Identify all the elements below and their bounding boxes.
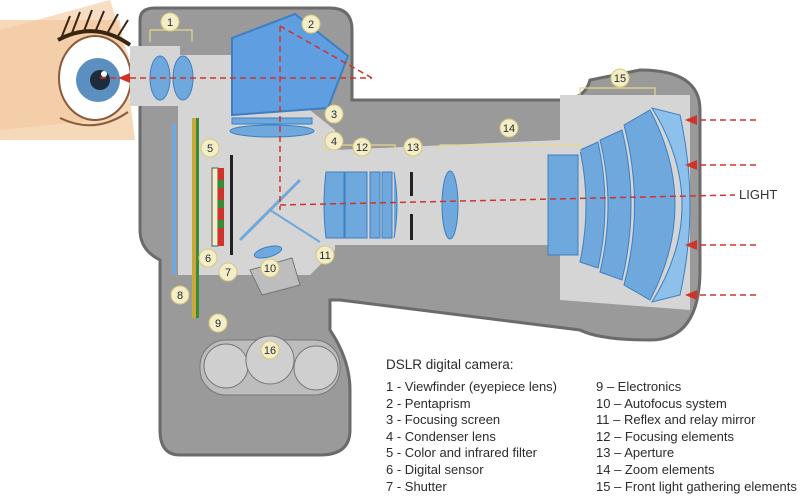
callout-marker [160,12,180,32]
callout-marker [200,138,220,158]
callout-number: 8 [177,290,183,302]
callout-number: 4 [331,136,337,148]
legend-left: 1 - Viewfinder (eyepiece lens) 2 - Penta… [386,379,557,495]
legend-item: 2 - Pentaprism [386,395,471,411]
callout-marker [208,313,228,333]
digital-sensor [211,167,219,247]
callout-number: 10 [264,263,276,275]
legend-item: 12 – Focusing elements [596,428,735,444]
callout-number: 9 [215,318,221,330]
callout-marker [499,118,519,138]
legend-item: 1 - Viewfinder (eyepiece lens) [386,379,558,394]
legend-item: 6 - Digital sensor [386,461,484,477]
callout-number: 3 [331,109,337,121]
focusing-screen [231,117,313,125]
callout-number: 5 [207,143,213,155]
callout-number: 16 [264,345,276,357]
shutter [230,155,233,255]
callout-marker [170,285,190,305]
callout-marker [324,131,344,151]
callout-marker [315,245,335,265]
light-path [100,25,760,296]
legend-right: 9 – Electronics 10 – Autofocus system 11… [596,379,797,495]
legend-item: 4 - Condenser lens [386,428,496,444]
callout-marker [301,14,321,34]
condenser-lens [229,124,315,138]
zoom-element [441,170,459,240]
legend-item: 5 - Color and infrared filter [386,445,538,461]
callout-number: 7 [225,267,231,279]
callout-number: 13 [407,142,419,154]
callout-marker [260,340,280,360]
electronics [192,118,196,318]
legend-item: 3 - Focusing screen [386,412,501,428]
legend-item: 7 - Shutter [386,478,447,494]
callout-number: 2 [308,19,314,31]
legend-item: 15 – Front light gathering elements [596,478,797,494]
callout-number: 14 [503,123,515,135]
callout-marker [218,262,238,282]
callout-marker [610,68,630,88]
callout-marker [324,104,344,124]
legend-title: DSLR digital camera: [386,357,514,372]
arrowheads [118,73,697,300]
front-light-gathering-elements [579,107,691,303]
focusing-elements [323,171,398,239]
callout-number: 15 [614,73,626,85]
battery-grip [199,335,341,396]
legend-item: 10 – Autofocus system [596,395,727,411]
callout-number: 11 [319,250,330,262]
callout-marker [198,248,218,268]
legend-item: 9 – Electronics [596,379,682,394]
legend-item: 13 – Aperture [596,445,675,461]
callout-marker [352,137,372,157]
pentaprism [231,12,350,117]
callout-number: 6 [205,253,211,265]
electronics-board [172,124,176,274]
legend-item: 11 – Reflex and relay mirror [596,412,756,428]
callout-marker [260,258,280,278]
legend-item: 14 – Zoom elements [596,461,715,477]
callout-number: 1 [167,17,173,29]
aperture [410,172,413,240]
callout-marker [403,137,423,157]
light-label: LIGHT [739,187,778,202]
eye-illustration [0,0,135,140]
callout-number: 12 [356,142,368,154]
